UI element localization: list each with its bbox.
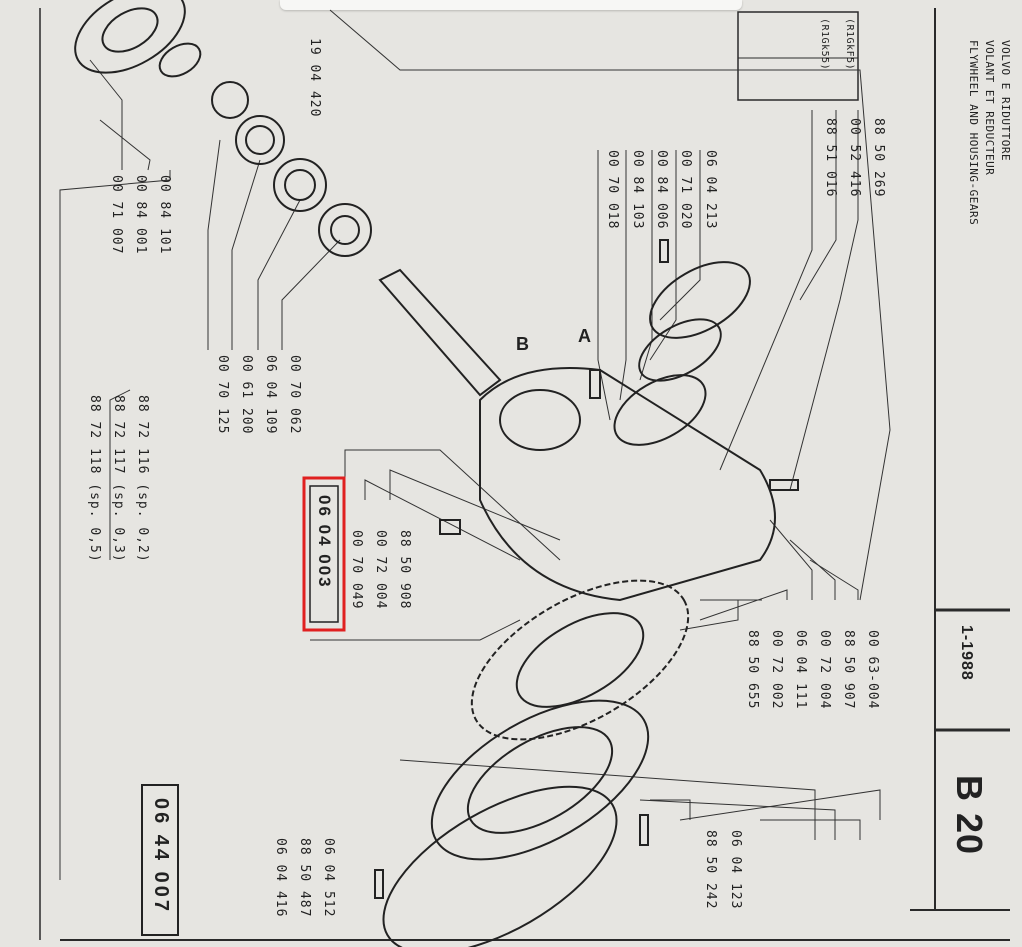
gear-housing — [479, 367, 776, 602]
model-code-2: (R1Gk55) — [819, 18, 830, 71]
part-label[interactable]: 88 72 116 (sp. 0,2) — [135, 395, 150, 563]
part-label[interactable]: 00 72 004 — [373, 530, 388, 610]
header-title-2: VOLANT ET REDUCTEUR — [983, 40, 996, 176]
part-label[interactable]: 88 51 016 — [823, 118, 838, 198]
flange-part — [74, 0, 186, 74]
part-label[interactable]: 06 04 213 — [703, 150, 718, 230]
part-label[interactable]: 00 71 007 — [109, 175, 124, 255]
cover-plate — [430, 699, 650, 861]
part-number-box — [309, 485, 339, 623]
part-label[interactable]: 88 50 908 — [397, 530, 412, 610]
bolt-1 — [769, 479, 799, 491]
ring-gear — [470, 579, 690, 741]
part-label[interactable]: 00 63-004 — [865, 630, 880, 710]
part-label[interactable]: 00 84 006 — [654, 150, 669, 230]
part-label[interactable]: 00 84 101 — [157, 175, 172, 255]
part-label[interactable]: 00 71 020 — [678, 150, 693, 230]
seal-ring — [158, 42, 202, 78]
part-label[interactable]: 06 04 416 — [273, 838, 288, 918]
callout-b: B — [516, 334, 530, 354]
highlighted-part-number[interactable]: 06 04 003 — [315, 495, 334, 589]
part-label[interactable]: 88 50 269 — [871, 118, 886, 198]
bearing-2 — [273, 158, 327, 212]
page-reference: 06 44 007 — [150, 798, 172, 914]
part-label[interactable]: 06 04 111 — [793, 630, 808, 710]
part-label[interactable]: 00 70 049 — [349, 530, 364, 610]
bolt-5 — [639, 814, 649, 846]
part-label[interactable]: 00 70 062 — [287, 355, 302, 435]
bolt-6 — [374, 869, 384, 899]
part-label[interactable]: 88 50 242 — [703, 830, 718, 910]
bearing-3 — [318, 203, 372, 257]
header-title-1: VOLVO E RIDUTTORE — [999, 40, 1012, 162]
housing-port — [499, 389, 581, 451]
part-label[interactable]: 00 70 018 — [605, 150, 620, 230]
section-label: B 20 — [949, 775, 990, 856]
part-label[interactable]: 06 04 512 — [321, 838, 336, 918]
part-label[interactable]: 00 84 103 — [630, 150, 645, 230]
bolt-4 — [659, 239, 669, 263]
model-box — [737, 11, 859, 101]
part-label[interactable]: 00 84 001 — [133, 175, 148, 255]
pinion-shaft — [378, 268, 502, 397]
part-label[interactable]: 06 04 123 — [728, 830, 743, 910]
page-ref-box — [141, 784, 179, 936]
viewer-toolbar[interactable] — [280, 0, 742, 10]
part-label[interactable]: 06 04 109 — [263, 355, 278, 435]
gear-ring-small — [211, 81, 249, 119]
bolt-3 — [589, 369, 601, 399]
part-label[interactable]: 00 72 004 — [817, 630, 832, 710]
end-cover — [382, 785, 618, 947]
bolt-2 — [439, 519, 461, 535]
seal-disc — [638, 318, 722, 382]
leader-lines — [59, 9, 891, 880]
part-label[interactable]: 88 72 117 (sp. 0,3) — [111, 395, 126, 563]
bearing-1 — [235, 115, 285, 165]
part-label[interactable]: 88 72 118 (sp. 0,5) — [87, 395, 102, 563]
part-drawings — [74, 0, 799, 947]
highlight-box — [302, 476, 346, 632]
part-label[interactable]: 00 72 002 — [769, 630, 784, 710]
part-label[interactable]: 00 70 125 — [215, 355, 230, 435]
seal-flange — [649, 261, 751, 339]
header-title-3: FLYWHEEL AND HOUSING-GEARS — [967, 40, 980, 226]
part-label[interactable]: 19 04 420 — [307, 38, 322, 118]
part-label[interactable]: 88 50 655 — [745, 630, 760, 710]
part-label[interactable]: 00 52 416 — [847, 118, 862, 198]
bearing-ring — [613, 374, 707, 446]
part-label[interactable]: 00 61 200 — [239, 355, 254, 435]
callout-a: A — [578, 326, 592, 346]
model-code-1: (R1GkF5) — [844, 18, 855, 71]
part-label[interactable]: 88 50 907 — [841, 630, 856, 710]
date-label: 1-1988 — [958, 625, 975, 681]
part-label[interactable]: 88 50 487 — [297, 838, 312, 918]
